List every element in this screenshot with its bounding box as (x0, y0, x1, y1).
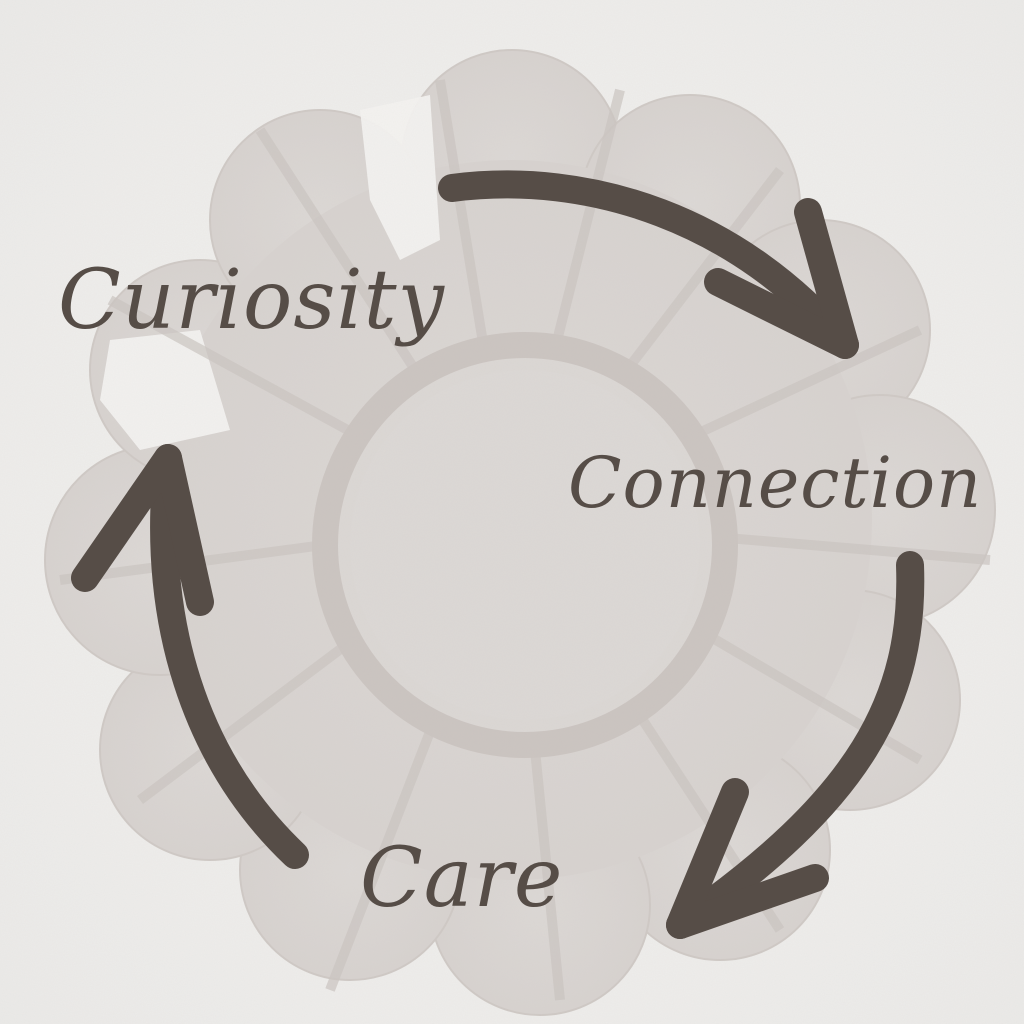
curved-arrow-icon-connection-to-care (666, 551, 925, 939)
node-label-curiosity: Curiosity (58, 253, 445, 348)
curved-arrow-icon-curiosity-to-connection (438, 170, 859, 359)
node-label-care: Care (360, 831, 564, 926)
curved-arrow-icon-care-to-curiosity (71, 444, 309, 869)
node-label-connection: Connection (568, 442, 983, 524)
